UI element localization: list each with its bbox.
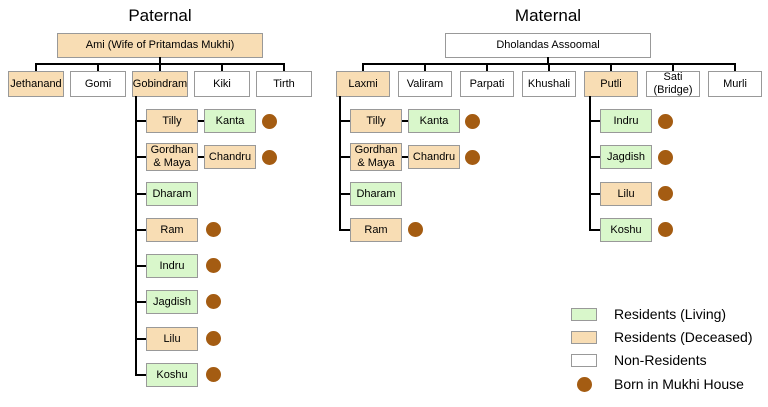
person-box-koshu-paternal: Koshu <box>146 363 198 387</box>
connector-line <box>198 120 204 122</box>
born-in-mukhi-house-dot <box>262 150 277 165</box>
person-box-dharam-paternal: Dharam <box>146 182 198 206</box>
person-box-dharam-maternal: Dharam <box>350 182 402 206</box>
connector-line <box>547 57 549 64</box>
person-box-indru-paternal: Indru <box>146 254 198 278</box>
connector-line <box>135 156 146 158</box>
born-in-mukhi-house-dot <box>658 114 673 129</box>
person-box-putli: Putli <box>584 71 638 97</box>
connector-line <box>362 63 364 72</box>
legend-born-in-mukhi-house-dot <box>577 377 592 392</box>
person-box-khushali: Khushali <box>522 71 576 97</box>
connector-line <box>135 193 146 195</box>
connector-line <box>589 193 600 195</box>
person-box-valiram: Valiram <box>398 71 452 97</box>
born-in-mukhi-house-dot <box>465 114 480 129</box>
person-box-murli: Murli <box>708 71 762 97</box>
connector-line <box>589 229 600 231</box>
person-box-chandru-paternal: Chandru <box>204 145 256 169</box>
connector-line <box>589 156 600 158</box>
connector-line <box>135 265 146 267</box>
person-box-indru-maternal: Indru <box>600 109 652 133</box>
connector-line <box>339 96 341 231</box>
connector-line <box>159 63 161 72</box>
person-box-lilu-paternal: Lilu <box>146 327 198 351</box>
connector-line <box>339 120 350 122</box>
person-box-tilly-paternal: Tilly <box>146 109 198 133</box>
born-in-mukhi-house-dot <box>206 331 221 346</box>
born-in-mukhi-house-dot <box>658 222 673 237</box>
born-in-mukhi-house-dot <box>465 150 480 165</box>
person-box-kanta-paternal: Kanta <box>204 109 256 133</box>
legend-swatch-living <box>571 308 597 321</box>
born-in-mukhi-house-dot <box>408 222 423 237</box>
person-box-ami: Ami (Wife of Pritamdas Mukhi) <box>57 33 263 58</box>
connector-line <box>221 63 223 72</box>
connector-line <box>97 63 99 72</box>
connector-line <box>339 229 350 231</box>
born-in-mukhi-house-dot <box>206 258 221 273</box>
person-box-ram-paternal: Ram <box>146 218 198 242</box>
connector-line <box>135 374 146 376</box>
connector-line <box>135 120 146 122</box>
person-box-kiki: Kiki <box>194 71 250 97</box>
connector-line <box>424 63 426 72</box>
born-in-mukhi-house-dot <box>206 222 221 237</box>
connector-line <box>135 229 146 231</box>
person-box-chandru-maternal: Chandru <box>408 145 460 169</box>
born-in-mukhi-house-dot <box>262 114 277 129</box>
connector-line <box>610 63 612 72</box>
connector-line <box>402 156 408 158</box>
connector-line <box>135 96 137 376</box>
connector-line <box>486 63 488 72</box>
born-in-mukhi-house-dot <box>658 186 673 201</box>
connector-line <box>159 57 161 64</box>
person-box-jagdish-paternal: Jagdish <box>146 290 198 314</box>
legend-swatch-deceased <box>571 331 597 344</box>
person-box-gordhan-maya-paternal: Gordhan & Maya <box>146 143 198 171</box>
connector-line <box>589 120 600 122</box>
connector-line <box>339 156 350 158</box>
person-box-ram-maternal: Ram <box>350 218 402 242</box>
person-box-tilly-maternal: Tilly <box>350 109 402 133</box>
connector-line <box>402 120 408 122</box>
born-in-mukhi-house-dot <box>206 367 221 382</box>
connector-line <box>672 63 674 72</box>
person-box-gomi: Gomi <box>70 71 126 97</box>
legend-label-living: Residents (Living) <box>614 306 727 322</box>
legend-label-non-residents: Non-Residents <box>614 352 707 368</box>
person-box-tirth: Tirth <box>256 71 312 97</box>
connector-line <box>339 193 350 195</box>
person-box-gordhan-maya-maternal: Gordhan & Maya <box>350 143 402 171</box>
legend-swatch-non-residents <box>571 354 597 367</box>
connector-line <box>589 96 591 231</box>
paternal-title: Paternal <box>128 6 192 25</box>
connector-line <box>198 156 204 158</box>
connector-line <box>135 338 146 340</box>
person-box-sati: Sati (Bridge) <box>646 71 700 97</box>
person-box-parpati: Parpati <box>460 71 514 97</box>
person-box-lilu-maternal: Lilu <box>600 182 652 206</box>
connector-line <box>135 301 146 303</box>
person-box-kanta-maternal: Kanta <box>408 109 460 133</box>
connector-line <box>35 63 37 72</box>
person-box-jethanand: Jethanand <box>8 71 64 97</box>
person-box-dholandas: Dholandas Assoomal <box>445 33 651 58</box>
connector-line <box>734 63 736 72</box>
connector-line <box>548 63 550 72</box>
person-box-koshu-maternal: Koshu <box>600 218 652 242</box>
legend-label-deceased: Residents (Deceased) <box>614 329 753 345</box>
born-in-mukhi-house-dot <box>206 294 221 309</box>
connector-line <box>283 63 285 72</box>
person-box-jagdish-maternal: Jagdish <box>600 145 652 169</box>
born-in-mukhi-house-dot <box>658 150 673 165</box>
person-box-laxmi: Laxmi <box>336 71 390 97</box>
maternal-title: Maternal <box>514 6 582 25</box>
person-box-gobindram: Gobindram <box>132 71 188 97</box>
legend-label-born-in-mukhi-house: Born in Mukhi House <box>614 376 744 392</box>
